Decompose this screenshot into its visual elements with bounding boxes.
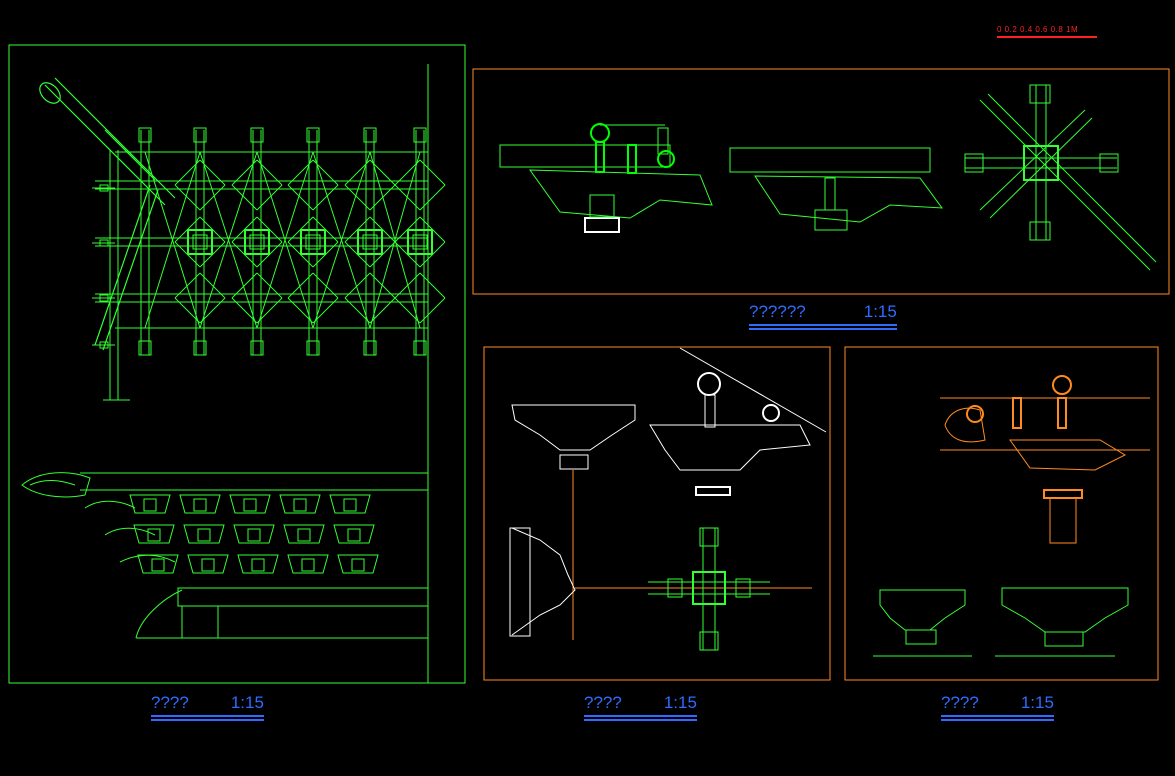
caption-scale: 1:15 (663, 693, 697, 712)
caption-panel-left: ???? 1:15 (151, 693, 264, 721)
caption-scale: 1:15 (863, 302, 897, 321)
panel-frame-top-right (472, 68, 1170, 295)
caption-title: ???? (151, 693, 189, 712)
bracket-plan-grid (92, 127, 446, 356)
caption-panel-bottom-middle: ???? 1:15 (584, 693, 697, 721)
scale-bar-label: 0 0.2 0.4 0.6 0.8 1M (997, 25, 1079, 34)
caption-title: ???? (941, 693, 979, 712)
caption-underline (941, 719, 1054, 721)
caption-title: ???? (584, 693, 622, 712)
corner-beam (39, 77, 176, 351)
bracket-elevation-1 (499, 124, 713, 233)
bracket-elevation-small-2 (995, 587, 1129, 657)
caption-underline (749, 324, 897, 326)
beam-section-orange (940, 397, 1150, 544)
scale-bar: 0 0.2 0.4 0.6 0.8 1M (997, 25, 1097, 38)
bracket-elevation-2 (729, 147, 944, 231)
dowel-circle-1 (590, 123, 610, 143)
panel-frame-bottom-middle (483, 346, 831, 681)
corner-post (103, 150, 130, 401)
dowel-circle-6 (1052, 375, 1072, 395)
dowel-circle-5 (966, 405, 984, 423)
bracket-side-section-white (509, 527, 576, 637)
caption-underline (584, 719, 697, 721)
scale-bar-line (997, 36, 1097, 38)
caption-scale: 1:15 (230, 693, 264, 712)
caption-title: ?????? (749, 302, 806, 321)
eave-elevation (21, 472, 429, 639)
bracket-elevation-small-1 (873, 589, 972, 657)
caption-underline (151, 719, 264, 721)
caption-underline (151, 715, 264, 717)
caption-panel-bottom-right: ???? 1:15 (941, 693, 1054, 721)
bracket-front-elevation-white (649, 347, 827, 496)
caption-underline (584, 715, 697, 717)
dowel-circle-4 (762, 404, 780, 422)
panel-frame-left (8, 44, 466, 684)
bracket-side-elevation-white (511, 404, 636, 470)
caption-underline (941, 715, 1054, 717)
caption-panel-top-right: ?????? 1:15 (749, 302, 897, 330)
caption-underline (749, 328, 897, 330)
caption-scale: 1:15 (1020, 693, 1054, 712)
dowel-circle-3 (697, 372, 721, 396)
dowel-circle-2 (657, 150, 675, 168)
bracket-plan-small (648, 527, 770, 651)
corner-bracket-plan (964, 84, 1157, 271)
panel-frame-bottom-right (844, 346, 1159, 681)
